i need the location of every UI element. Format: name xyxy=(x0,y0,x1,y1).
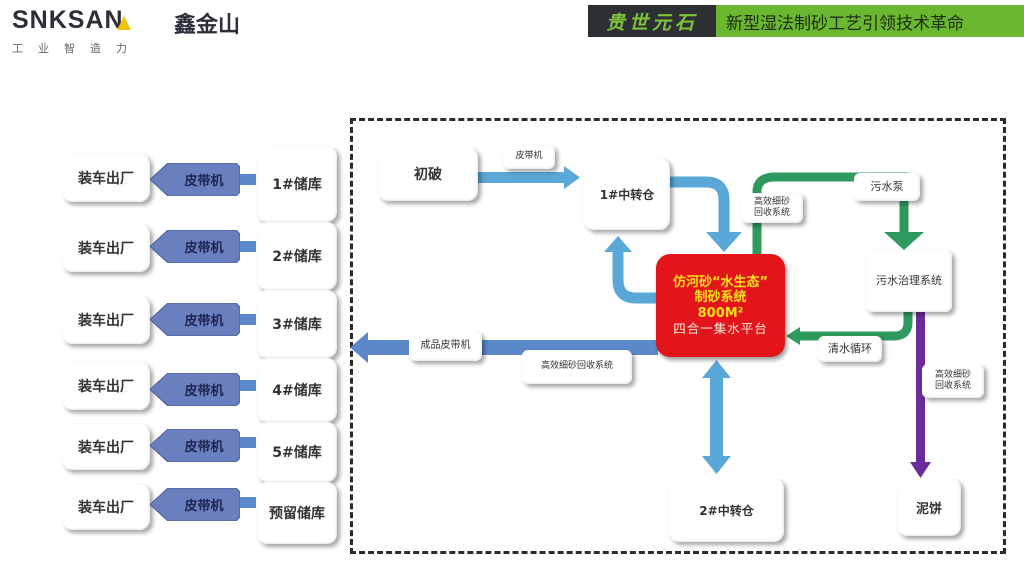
logo-triangle-icon xyxy=(117,16,131,30)
dispatch-5: 装车出厂 xyxy=(62,424,150,470)
storage-4: 4#储库 xyxy=(257,358,337,422)
dispatch-label: 装车出厂 xyxy=(78,440,134,456)
arrow-sewage-loop xyxy=(752,172,924,254)
banner-slogan: 贵世元石 xyxy=(588,5,716,37)
storage-5: 5#储库 xyxy=(257,422,337,482)
brand-name-en: SNKSAN xyxy=(12,6,124,34)
conveyor-label: 皮带机 xyxy=(184,241,224,256)
dispatch-4: 装车出厂 xyxy=(62,362,150,410)
node-label: 1#中转仓 xyxy=(599,187,655,202)
storage-label: 预留储库 xyxy=(269,506,325,522)
conveyor-label: 皮带机 xyxy=(184,174,224,189)
node-label: 成品皮带机 xyxy=(420,339,471,351)
core-area: 800M² xyxy=(697,305,744,321)
dispatch-6: 装车出厂 xyxy=(62,484,150,530)
node-product-belt: 成品皮带机 xyxy=(409,331,482,361)
title-banner: 贵世元石 新型湿法制砂工艺引领技术革命 xyxy=(588,5,1024,37)
core-sand-system: 仿河砂“水生态” 制砂系统 800M² 四合一集水平台 xyxy=(656,254,785,357)
node-sewage-pump: 污水泵 xyxy=(854,173,920,201)
arrow-to-mud-cake xyxy=(910,312,931,478)
node-label: 污水泵 xyxy=(870,180,904,194)
node-label: 皮带机 xyxy=(515,151,543,162)
conveyor-1: 皮带机 xyxy=(150,163,240,196)
banner-title: 新型湿法制砂工艺引领技术革命 xyxy=(716,5,1024,37)
brand-tagline: 工业智造力 xyxy=(12,42,142,55)
dispatch-label: 装车出厂 xyxy=(78,241,134,257)
dispatch-2: 装车出厂 xyxy=(62,224,150,272)
conveyor-3: 皮带机 xyxy=(150,303,240,336)
conveyor-6: 皮带机 xyxy=(150,488,240,521)
conveyor-label: 皮带机 xyxy=(184,314,224,329)
arrow-transfer1-to-core xyxy=(668,176,742,252)
arrow-core-to-transfer1 xyxy=(604,236,656,304)
arrow-crush-to-transfer1 xyxy=(478,166,580,189)
conveyor-label: 皮带机 xyxy=(184,384,224,399)
arrow-clean-water-return xyxy=(786,312,913,345)
dispatch-label: 装车出厂 xyxy=(78,379,134,395)
node-label: 2#中转仓 xyxy=(699,503,754,518)
node-label: 高效细砂 回收系统 xyxy=(753,196,790,218)
node-sand-recovery-right: 高效细砂 回收系统 xyxy=(922,364,984,398)
node-label: 高效细砂 回收系统 xyxy=(934,369,971,391)
storage-label: 5#储库 xyxy=(272,445,322,461)
dispatch-label: 装车出厂 xyxy=(78,171,134,187)
storage-reserved: 预留储库 xyxy=(257,482,337,544)
core-title-line2: 制砂系统 xyxy=(694,290,747,306)
node-label: 污水治理系统 xyxy=(876,274,942,288)
storage-1: 1#储库 xyxy=(257,146,337,222)
core-subtitle: 四合一集水平台 xyxy=(673,321,768,337)
node-mud-cake: 泥饼 xyxy=(897,478,961,536)
storage-3: 3#储库 xyxy=(257,290,337,358)
node-sewage-treatment: 污水治理系统 xyxy=(866,250,952,312)
node-label: 初破 xyxy=(414,167,442,183)
node-belt-label: 皮带机 xyxy=(503,145,555,169)
storage-label: 3#储库 xyxy=(272,317,322,333)
conveyor-5: 皮带机 xyxy=(150,429,240,462)
storage-label: 4#储库 xyxy=(272,383,322,399)
conveyor-label: 皮带机 xyxy=(184,440,224,455)
belt-connectors xyxy=(238,174,256,508)
conveyor-4: 皮带机 xyxy=(150,373,240,406)
node-sand-recovery-bottom: 高效细砂回收系统 xyxy=(522,350,632,384)
node-transfer-2: 2#中转仓 xyxy=(669,478,784,542)
dispatch-label: 装车出厂 xyxy=(78,500,134,516)
dispatch-3: 装车出厂 xyxy=(62,296,150,344)
node-label: 高效细砂回收系统 xyxy=(540,361,613,372)
system-boundary xyxy=(350,118,1006,554)
storage-label: 1#储库 xyxy=(272,177,322,193)
node-label: 泥饼 xyxy=(915,501,942,517)
dispatch-1: 装车出厂 xyxy=(62,154,150,202)
conveyor-2: 皮带机 xyxy=(150,230,240,263)
node-sand-recovery-top: 高效细砂 回收系统 xyxy=(741,193,803,223)
node-transfer-1: 1#中转仓 xyxy=(584,158,670,230)
storage-2: 2#储库 xyxy=(257,222,337,290)
node-clean-water-cycle: 清水循环 xyxy=(818,336,882,362)
storage-label: 2#储库 xyxy=(272,249,322,265)
dispatch-label: 装车出厂 xyxy=(78,313,134,329)
conveyor-label: 皮带机 xyxy=(184,499,224,514)
core-title-line1: 仿河砂“水生态” xyxy=(672,274,769,290)
node-primary-crush: 初破 xyxy=(378,147,478,201)
brand-name-cn: 鑫金山 xyxy=(174,13,241,38)
node-label: 清水循环 xyxy=(828,342,872,356)
arrow-core-transfer2-bidirectional xyxy=(702,360,731,474)
